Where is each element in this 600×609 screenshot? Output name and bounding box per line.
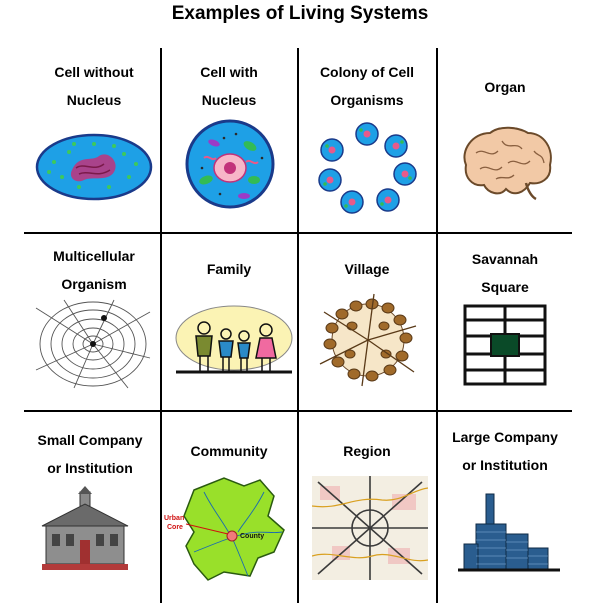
cell-0-label-line-2: Nucleus <box>66 92 122 108</box>
cell-0-label: Cell without Nucleus <box>24 58 164 114</box>
cell-4-label-line-2: Organism <box>61 276 127 292</box>
cell-5-label: Family <box>159 255 299 283</box>
grid-horizontal-line-2 <box>24 410 572 412</box>
cell-0-label-line-1: Cell without <box>54 64 134 80</box>
grid-vertical-line-2 <box>297 48 299 603</box>
region-map-icon <box>312 476 428 580</box>
cell-7-label-line-1: Savannah <box>471 251 539 267</box>
cell-6-label: Village <box>297 255 437 283</box>
cell-3-label: Organ <box>435 73 575 101</box>
cell-colony-icon <box>316 122 418 214</box>
cell-9-label: Community <box>159 437 299 465</box>
cell-2-label: Colony of Cell Organisms <box>297 58 437 114</box>
figure-title: Examples of Living Systems <box>171 3 429 24</box>
prokaryotic-cell-icon <box>34 132 154 202</box>
community-map-icon: Urban Core County <box>164 472 290 584</box>
cell-2-label-line-2: Organisms <box>330 92 404 108</box>
cell-2-label-line-1: Colony of Cell <box>319 64 415 80</box>
savannah-square-icon <box>463 304 547 386</box>
cell-1-label-line-1: Cell with <box>200 64 258 80</box>
grid-horizontal-line-1 <box>24 232 572 234</box>
cell-10-label: Region <box>297 437 437 465</box>
grid-vertical-line-1 <box>160 48 162 603</box>
cell-11-label: Large Company or Institution <box>435 423 575 479</box>
cell-7-label-line-2: Square <box>481 279 529 295</box>
cell-3-label-line-1: Organ <box>484 79 526 95</box>
cell-8-label-line-2: or Institution <box>47 460 133 476</box>
eukaryotic-cell-icon <box>184 118 276 210</box>
cell-10-label-line-1: Region <box>343 443 391 459</box>
cell-4-label: Multicellular Organism <box>24 242 164 298</box>
urban-label: Urban <box>164 515 184 522</box>
cell-8-label-line-1: Small Company <box>37 432 143 448</box>
county-label: County <box>240 533 264 540</box>
cell-6-label-line-1: Village <box>344 261 390 277</box>
village-icon <box>318 292 418 388</box>
skyscraper-icon <box>458 492 560 572</box>
cell-1-label-line-2: Nucleus <box>201 92 257 108</box>
cell-11-label-line-2: or Institution <box>462 457 548 473</box>
brain-icon <box>456 123 556 203</box>
core-label: Core <box>167 524 183 531</box>
family-icon <box>174 300 294 380</box>
spider-web-icon <box>34 298 152 390</box>
cell-9-label-line-1: Community <box>190 443 268 459</box>
cell-5-label-line-1: Family <box>206 261 252 277</box>
schoolhouse-icon <box>40 486 130 572</box>
cell-8-label: Small Company or Institution <box>20 426 160 482</box>
cell-4-label-line-1: Multicellular <box>53 248 135 264</box>
cell-7-label: Savannah Square <box>435 245 575 301</box>
cell-1-label: Cell with Nucleus <box>159 58 299 114</box>
grid-vertical-line-3 <box>436 48 438 603</box>
cell-11-label-line-1: Large Company <box>452 429 558 445</box>
